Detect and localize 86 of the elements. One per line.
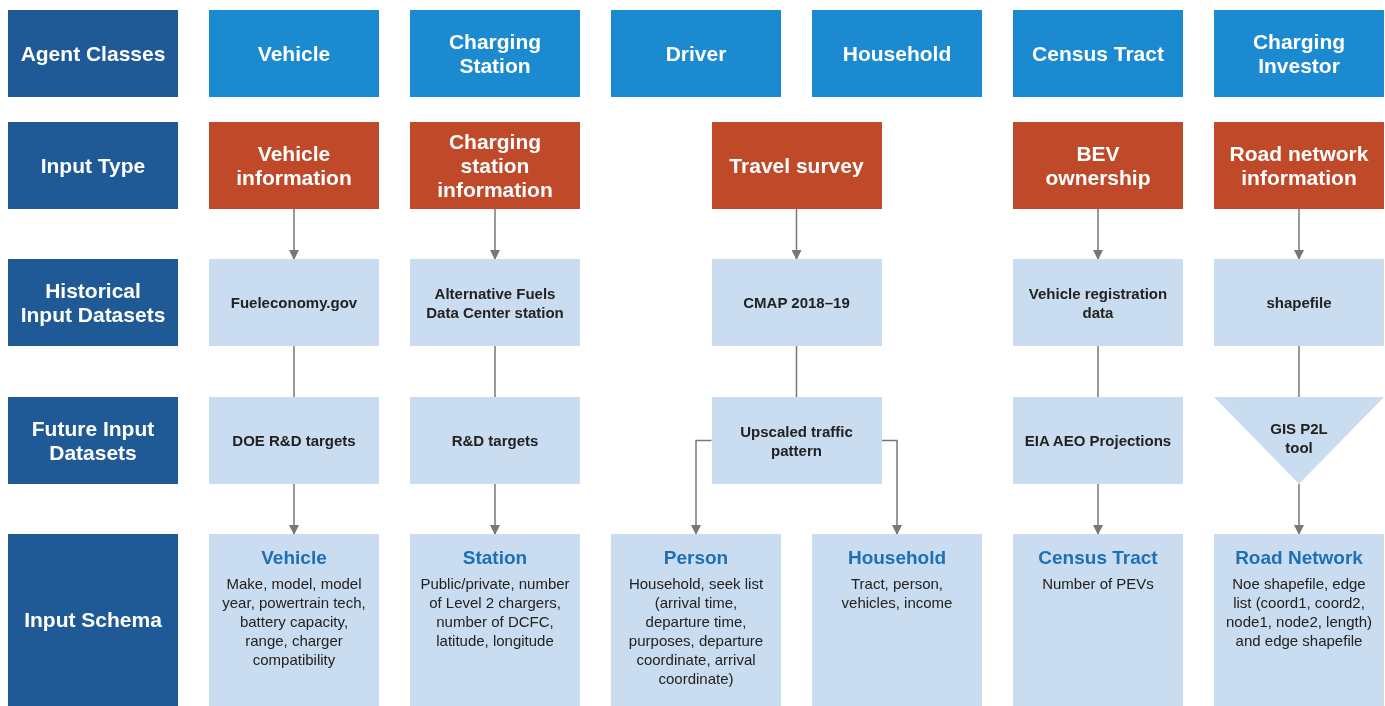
agent-class-box xyxy=(410,10,580,97)
box-label: CMAP 2018–19 xyxy=(743,293,850,312)
input-type-box xyxy=(1214,122,1384,209)
dataset-box xyxy=(711,397,882,484)
box-label: Future Input Datasets xyxy=(30,416,156,465)
row-header-box xyxy=(8,122,178,209)
dataset-box xyxy=(209,397,379,484)
box-label: Agent Classes xyxy=(20,41,166,66)
box-label: Input Type xyxy=(40,153,146,178)
tool-triangle xyxy=(1214,397,1384,484)
box-label: Alternative Fuels Data Center station xyxy=(425,283,565,322)
box-label: Driver xyxy=(665,41,727,66)
box-label: Upscaled traffic pattern xyxy=(739,421,854,460)
schema-description: Household, seek list (arrival time, departure time, purposes, departure coordinate, arrival coordinate) xyxy=(627,574,765,688)
box-label: Input Schema xyxy=(24,608,162,632)
agent-class-box xyxy=(209,10,379,97)
dataset-box xyxy=(209,259,379,346)
box-label: Charging Investor xyxy=(1251,29,1347,78)
input-type-box xyxy=(209,122,379,209)
input-type-box xyxy=(1013,122,1183,209)
schema-box xyxy=(410,534,580,706)
box-label: EIA AEO Projections xyxy=(1024,431,1172,450)
arrow xyxy=(791,208,802,260)
schema-box xyxy=(209,534,379,706)
schema-description: Public/private, number of Level 2 chargers, number of DCFC, latitude, longitude xyxy=(420,574,570,650)
dataset-box xyxy=(1214,259,1384,346)
dataset-box xyxy=(1013,259,1183,346)
agent-class-box xyxy=(1013,10,1183,97)
input-type-box xyxy=(410,122,580,209)
schema-box xyxy=(812,534,982,706)
box-label: Household xyxy=(842,41,952,66)
box-label: Census Tract xyxy=(1032,41,1164,66)
box-label: Charging Station xyxy=(447,29,543,78)
arrow xyxy=(490,208,500,260)
agent-class-box xyxy=(812,10,982,97)
dataset-box xyxy=(410,259,580,346)
dataset-box xyxy=(1013,397,1183,484)
schema-title: Household xyxy=(847,546,947,570)
arrow xyxy=(1294,208,1304,260)
row-header-box xyxy=(8,397,178,484)
connector-line xyxy=(494,345,496,398)
dataset-box xyxy=(410,397,580,484)
arrow xyxy=(289,208,299,260)
agent-class-box xyxy=(611,10,781,97)
connector-line xyxy=(1097,345,1099,398)
box-label: Road network information xyxy=(1228,141,1370,190)
schema-description: Make, model, model year, powertrain tech, battery capacity, range, charger compatibility xyxy=(221,574,367,669)
box-label: DOE R&D targets xyxy=(232,431,356,450)
arrow xyxy=(1093,208,1103,260)
schema-title: Person xyxy=(663,546,729,570)
box-label: shapefile xyxy=(1266,293,1332,312)
connector-line xyxy=(1298,345,1300,398)
box-label: Travel survey xyxy=(729,153,864,178)
box-label: Vehicle information xyxy=(235,141,353,190)
box-label: Historical Input Datasets xyxy=(19,278,167,327)
schema-description: Tract, person, vehicles, income xyxy=(840,574,954,612)
box-label: Charging station information xyxy=(436,129,554,202)
arrow xyxy=(1294,483,1304,535)
box-label: Vehicle xyxy=(257,41,331,66)
input-type-box xyxy=(711,122,882,209)
schema-description: Number of PEVs xyxy=(1042,574,1154,593)
schema-box xyxy=(1013,534,1183,706)
arrow xyxy=(880,439,902,535)
arrow xyxy=(691,439,713,535)
row-header-box xyxy=(8,259,178,346)
row-header-box xyxy=(8,534,178,706)
schema-title: Station xyxy=(462,546,528,570)
box-label: R&D targets xyxy=(451,431,539,450)
box-label: GIS P2L tool xyxy=(1269,419,1329,457)
schema-title: Road Network xyxy=(1235,546,1363,570)
connector-line xyxy=(293,345,295,398)
dataset-box xyxy=(711,259,882,346)
box-label: Fueleconomy.gov xyxy=(230,293,358,312)
arrow xyxy=(490,483,500,535)
schema-description: Noe shapefile, edge list (coord1, coord2, node1, node2, length) and edge shapefile xyxy=(1225,574,1373,650)
schema-title: Vehicle xyxy=(261,546,327,570)
schema-box xyxy=(611,534,781,706)
box-label: Vehicle registration data xyxy=(1027,283,1169,322)
schema-box xyxy=(1214,534,1384,706)
arrow xyxy=(1093,483,1103,535)
row-header-box xyxy=(8,10,178,97)
arrow xyxy=(289,483,299,535)
box-label: BEV ownership xyxy=(1044,141,1152,190)
schema-title: Census Tract xyxy=(1038,546,1158,570)
agent-class-box xyxy=(1214,10,1384,97)
connector-line xyxy=(795,345,798,398)
